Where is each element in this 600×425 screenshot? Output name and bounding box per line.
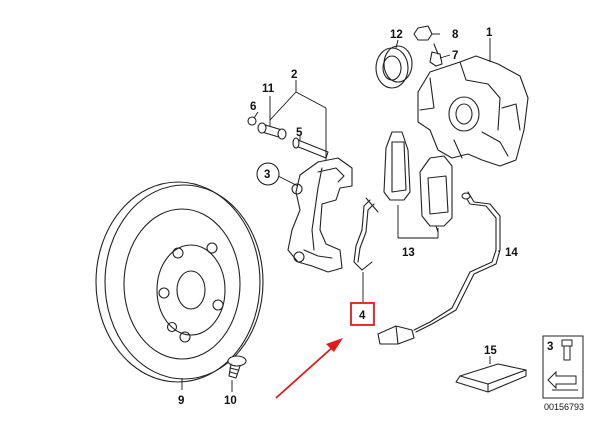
arrow-icon [547, 370, 578, 391]
callout-12: 12 [390, 29, 403, 41]
callout-14: 14 [505, 247, 518, 259]
red-pointer-arrow [275, 338, 343, 399]
drawing-number: 00156793 [544, 402, 584, 412]
callout-8: 8 [452, 29, 459, 41]
guide-sleeve [247, 116, 287, 140]
callout-6: 6 [250, 101, 256, 113]
repair-kit-packet [455, 363, 527, 393]
callout-4-highlight: 4 [350, 302, 375, 326]
legend-box: 3 00156793 [542, 335, 584, 412]
callout-4: 4 [359, 310, 366, 322]
guide-bolt [292, 137, 329, 159]
callout-13: 13 [402, 247, 415, 259]
legend-callout: 3 [547, 341, 553, 353]
callout-5: 5 [296, 127, 303, 139]
callout-7: 7 [452, 50, 458, 62]
bleed-screw [429, 43, 443, 67]
bolt-icon [561, 339, 573, 361]
disc-screw [227, 355, 247, 379]
callout-3: 3 [256, 162, 280, 186]
callout-10: 10 [224, 395, 237, 407]
caliper-carrier [287, 157, 353, 273]
callout-numbers: 1 2 5 6 7 8 9 10 11 12 13 14 15 [178, 27, 518, 407]
callout-9: 9 [178, 395, 184, 407]
brake-disc [95, 181, 264, 383]
piston-seal [375, 45, 413, 89]
callout-11: 11 [262, 83, 275, 95]
svg-text:3: 3 [264, 169, 270, 181]
callout-15: 15 [484, 345, 497, 357]
callout-2: 2 [291, 69, 297, 81]
leader-lines [181, 33, 500, 392]
caliper-housing [417, 55, 529, 167]
callout-1: 1 [486, 27, 493, 39]
wear-sensor [377, 191, 501, 345]
brake-pads [383, 131, 453, 233]
dust-cap [413, 25, 433, 41]
anti-rattle-spring [353, 197, 379, 271]
